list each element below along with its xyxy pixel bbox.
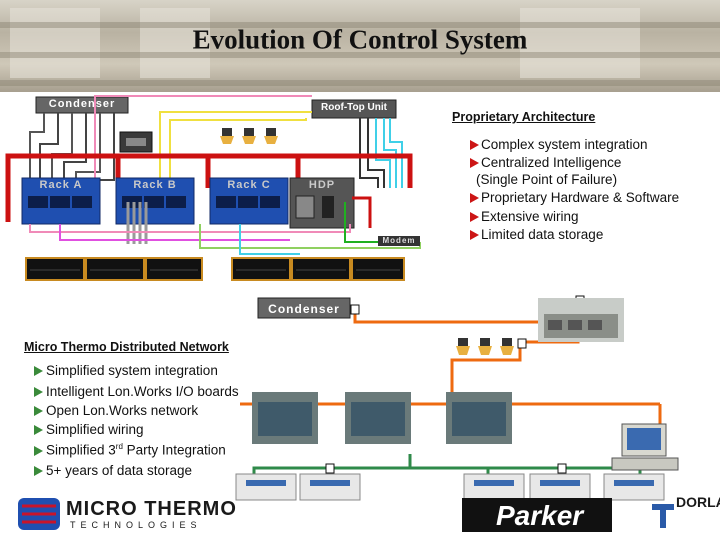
rack-machinery-image <box>252 392 512 444</box>
green-arrow-icon <box>34 366 43 376</box>
modem-label: Modem <box>382 236 416 245</box>
computer-icon <box>611 423 679 471</box>
proprietary-item-note: (Single Point of Failure) <box>476 172 618 187</box>
rack-b-label: Rack B <box>133 179 177 191</box>
proprietary-item: Proprietary Hardware & Software <box>470 190 679 205</box>
red-arrow-icon <box>470 158 479 168</box>
micro-thermo-logo-subtext: TECHNOLOGIES <box>70 520 202 530</box>
parker-logo-text: Parker <box>496 500 584 531</box>
header-bg-line <box>0 22 720 28</box>
micro-thermo-logo-text: MICRO THERMO <box>66 498 237 520</box>
hdp-panel <box>289 177 355 229</box>
condenser-top-unit <box>35 96 129 114</box>
condenser-top-label: Condenser <box>48 98 116 110</box>
micro-thermo-logo-mark <box>18 498 60 530</box>
building-image <box>538 298 624 342</box>
header-bg-shelf <box>10 8 100 78</box>
distributed-item: Simplified wiring <box>34 422 144 437</box>
red-arrow-icon <box>470 212 479 222</box>
distributed-item: Simplified system integration <box>34 363 218 378</box>
distributed-item: Open Lon.Works network <box>34 403 198 418</box>
condenser-bottom-unit <box>257 297 351 319</box>
green-arrow-icon <box>34 466 43 476</box>
control-system-diagram <box>5 95 679 532</box>
distributed-item: 5+ years of data storage <box>34 463 192 478</box>
rooftop-label: Roof-Top Unit <box>321 102 387 113</box>
rack-a-unit <box>21 177 101 225</box>
header-banner: Evolution Of Control System <box>0 0 720 92</box>
dorlan-logo-mark <box>652 504 674 528</box>
rooftop-unit <box>311 99 397 119</box>
lamp-icons-network <box>456 338 514 355</box>
distributed-item: Simplified 3rd Party Integration <box>34 442 226 458</box>
rack-b-unit <box>115 177 195 225</box>
red-arrow-icon <box>470 140 479 150</box>
parker-logo-mark <box>462 498 612 532</box>
distributed-item: Intelligent Lon.Works I/O boards <box>34 384 239 399</box>
distributed-heading: Micro Thermo Distributed Network <box>24 340 229 354</box>
green-arrow-icon <box>34 387 43 397</box>
header-bg-line <box>0 80 720 86</box>
green-arrow-icon <box>34 406 43 416</box>
header-bg-line <box>0 52 720 58</box>
proprietary-item: Limited data storage <box>470 227 603 242</box>
proprietary-item: Centralized Intelligence <box>470 155 621 170</box>
page-title: Evolution Of Control System <box>192 24 528 55</box>
green-arrow-icon <box>34 445 43 456</box>
header-bg-shelf <box>520 8 640 78</box>
display-case-row <box>25 257 405 281</box>
rack-c-label: Rack C <box>227 179 271 191</box>
condenser-bottom-label: Condenser <box>268 302 340 316</box>
red-arrow-icon <box>470 230 479 240</box>
red-arrow-icon <box>470 193 479 203</box>
modem-box <box>378 236 420 246</box>
proprietary-item: Extensive wiring <box>470 209 579 224</box>
rack-a-label: Rack A <box>39 179 83 191</box>
lamp-icons <box>220 128 278 144</box>
hdp-label: HDP <box>308 179 336 191</box>
dorlan-logo-text: DORLAN <box>676 494 720 510</box>
rack-c-unit <box>209 177 289 225</box>
display-case-network <box>235 473 665 501</box>
green-arrow-icon <box>34 425 43 435</box>
proprietary-item: Complex system integration <box>470 137 648 152</box>
proprietary-heading: Proprietary Architecture <box>452 110 596 124</box>
header-bg-shelf <box>140 8 210 78</box>
